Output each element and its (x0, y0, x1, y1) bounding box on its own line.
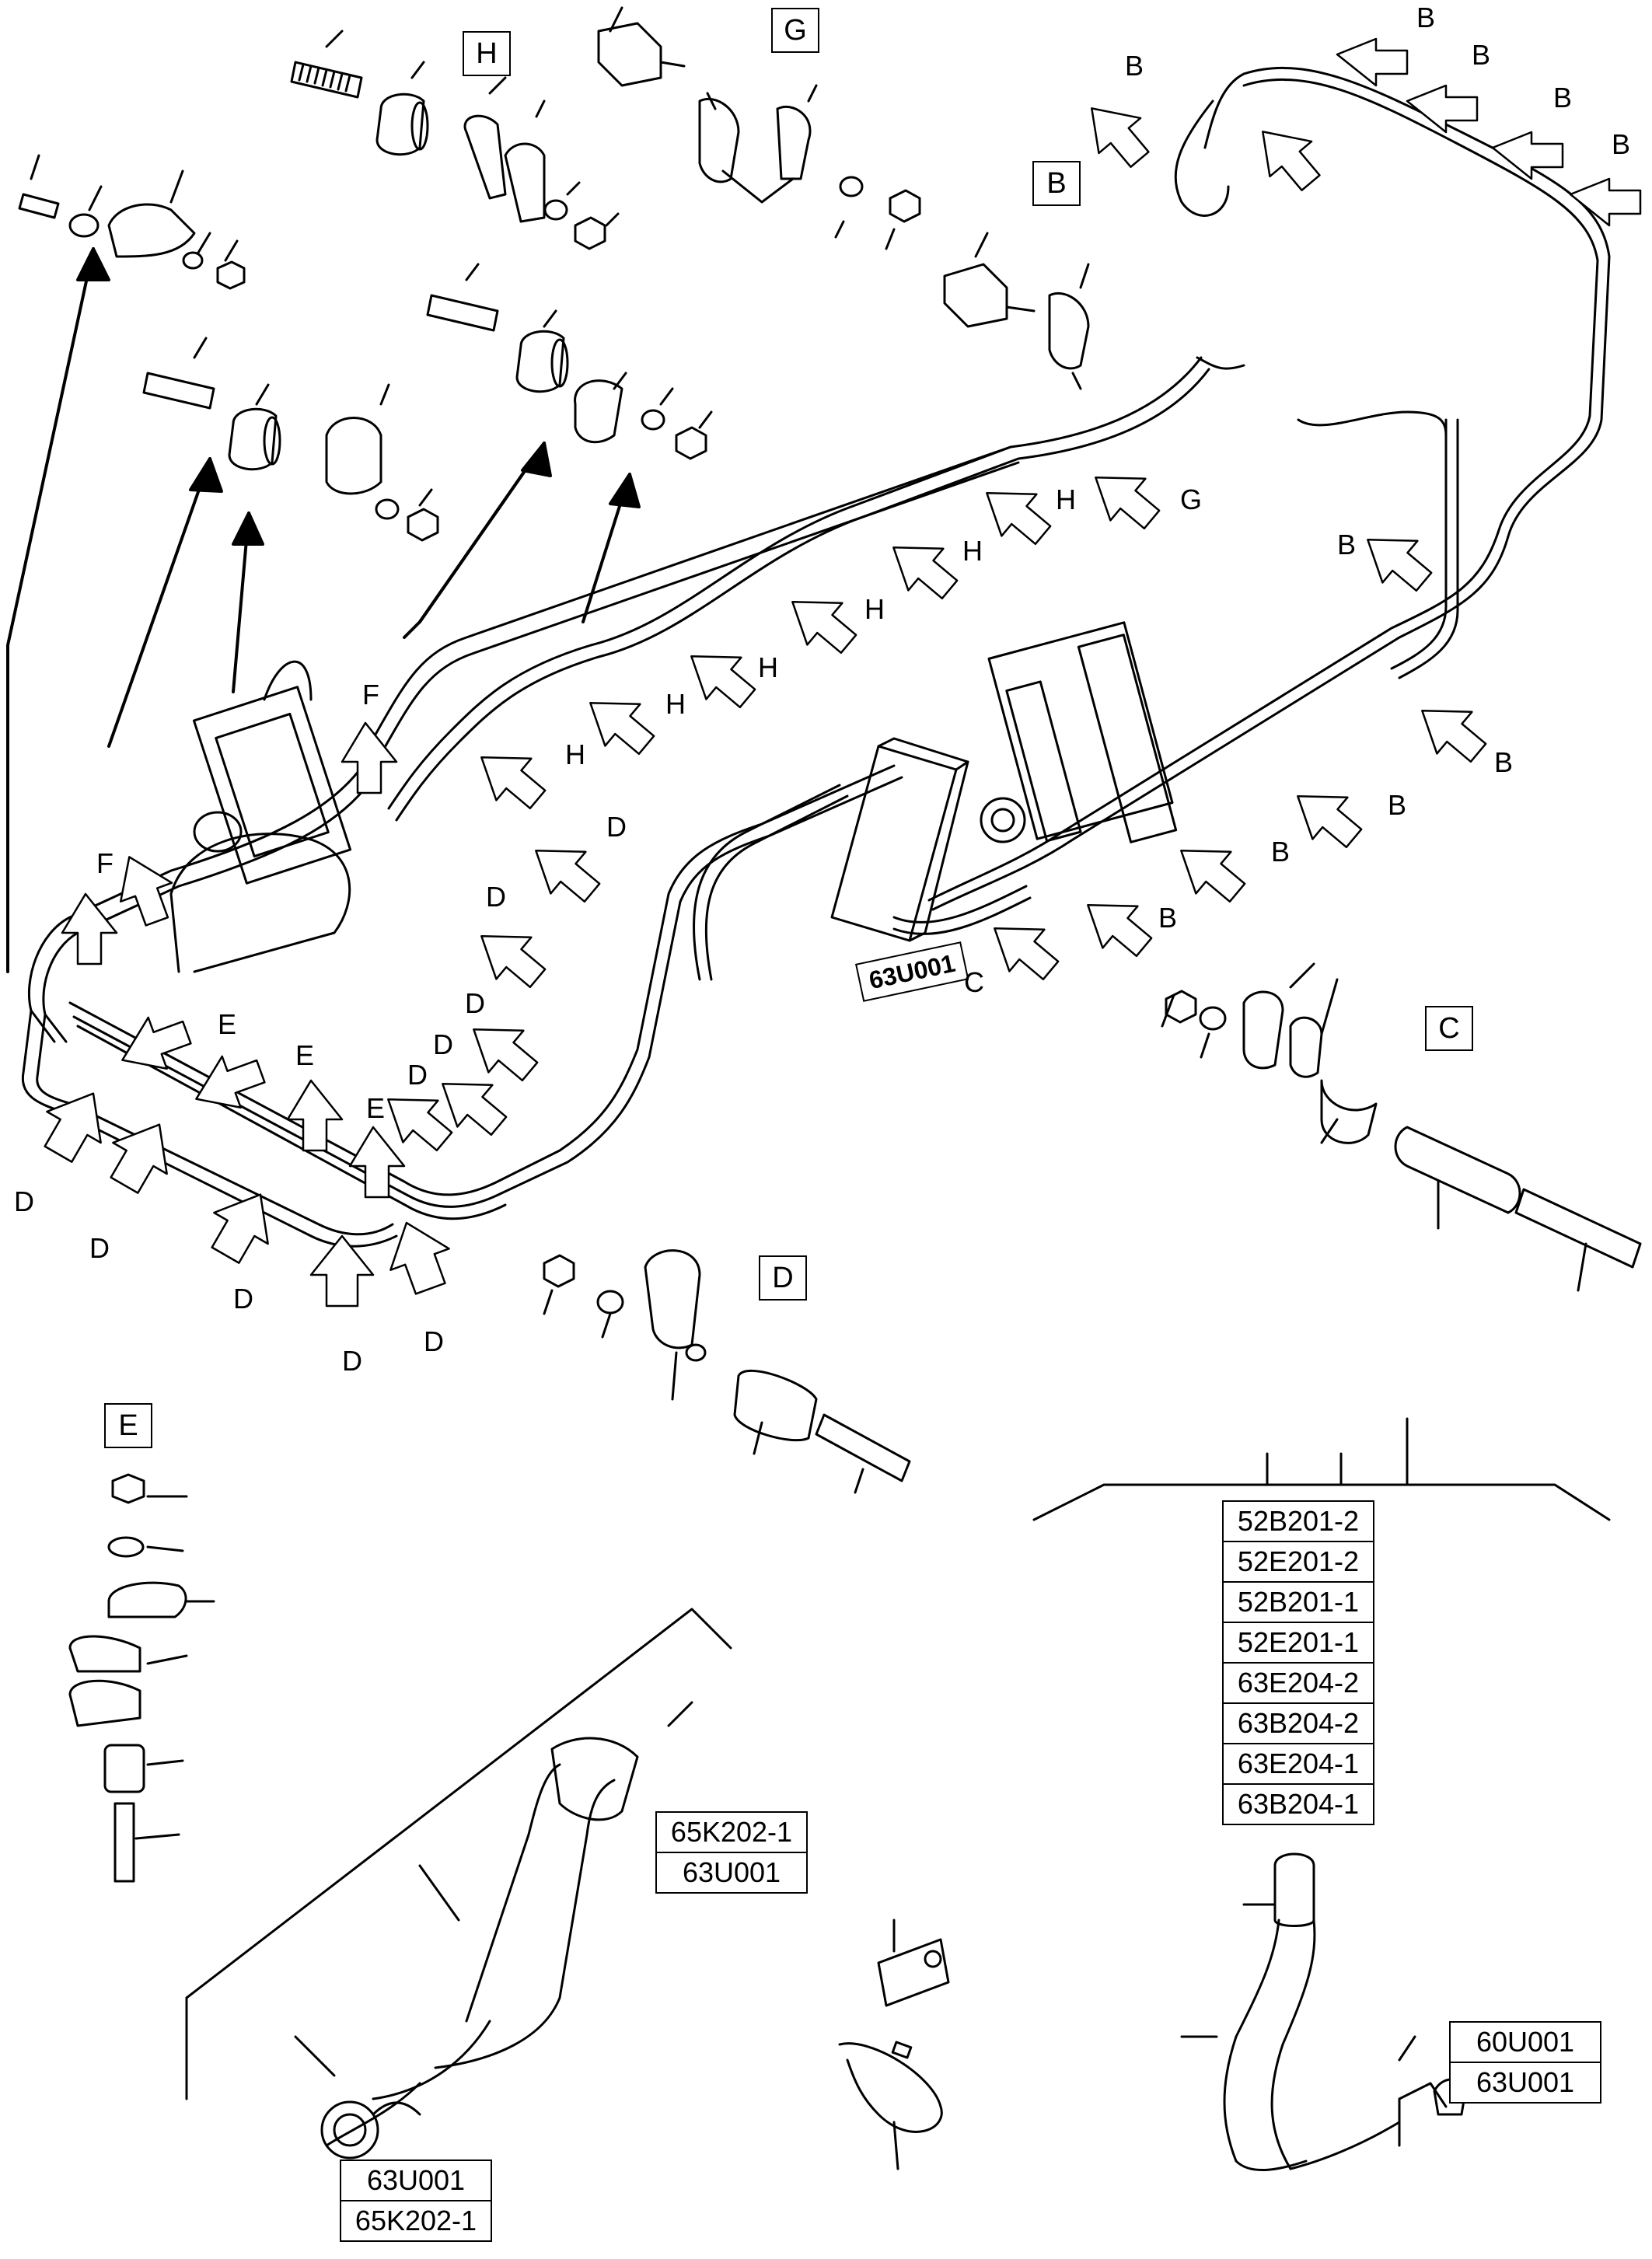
arrow-letter-b: B (1553, 82, 1573, 113)
hose-reference-table-upper: 65K202-1 63U001 (655, 1811, 808, 1894)
arrow-letter-b: B (1612, 128, 1631, 160)
connector-ref-cell: 52E201-1 (1222, 1622, 1374, 1664)
connector-ref-cell: 63B204-2 (1222, 1702, 1374, 1744)
detail-h-hardware (290, 30, 620, 250)
arrow-letter-b: B (1388, 789, 1407, 821)
arrow-letter-c: C (964, 966, 984, 998)
detail-label-d: D (759, 1255, 807, 1301)
arrow-letter-b: B (1494, 746, 1514, 778)
detail-label-b: B (1032, 161, 1081, 206)
connector-ref-cell: 52E201-2 (1222, 1541, 1374, 1583)
arrow-letter-e: E (366, 1092, 386, 1124)
arrow-letter-d: D (407, 1059, 428, 1091)
arrow-letter-h: H (665, 688, 686, 720)
arrow-letter-d: D (89, 1232, 110, 1264)
hose-ref-cell: 63U001 (655, 1852, 808, 1894)
hose-reference-table-right: 60U001 63U001 (1449, 2021, 1601, 2104)
callout-leader-arrows (6, 247, 641, 973)
left-mid-clamp-stack (142, 337, 439, 542)
connector-ref-cell: 63E204-2 (1222, 1662, 1374, 1704)
arrow-letter-e: E (218, 1008, 237, 1040)
arrow-letter-b: B (1416, 2, 1436, 33)
connector-ref-cell: 63E204-1 (1222, 1743, 1374, 1785)
arrow-letter-d: D (14, 1185, 34, 1217)
arrow-letter-h: H (864, 593, 885, 625)
connector-reference-table: 52B201-2 52E201-2 52B201-1 52E201-1 63E2… (1222, 1500, 1374, 1825)
arrow-letter-b: B (1158, 902, 1178, 934)
cable-tie-and-tag (838, 1919, 950, 2170)
control-valve-block-right (980, 621, 1178, 843)
arrow-letter-h: H (758, 651, 778, 683)
control-valve-block-left (169, 660, 352, 973)
arrow-letter-d: D (342, 1345, 362, 1377)
connector-ref-cell: 63B204-1 (1222, 1783, 1374, 1825)
hose-ref-cell: 63U001 (1449, 2062, 1601, 2104)
arrow-letter-h: H (962, 535, 983, 567)
hose-ref-cell: 63U001 (340, 2159, 492, 2201)
connector-ref-cell: 52B201-1 (1222, 1581, 1374, 1623)
detail-e-hardware (68, 1473, 215, 1883)
top-left-clamp-stack (18, 154, 246, 290)
detail-b-hardware (943, 232, 1090, 390)
hose-assembly-left (185, 1608, 732, 2159)
detail-c-hardware (1161, 962, 1642, 1292)
connector-ref-cell: 52B201-2 (1222, 1500, 1374, 1542)
hose-ref-cell: 65K202-1 (655, 1811, 808, 1853)
arrow-letter-b: B (1125, 50, 1144, 82)
detail-label-c: C (1425, 1006, 1473, 1051)
junction-box-center (830, 737, 969, 942)
pipe-harness (21, 66, 1611, 1248)
arrow-letter-f: F (96, 847, 114, 879)
arrow-letter-d: D (433, 1028, 453, 1060)
detail-d-hardware (543, 1249, 911, 1494)
arrow-letter-g: G (1180, 484, 1203, 515)
center-mid-clamp-stack (426, 263, 713, 460)
arrow-letter-h: H (1056, 484, 1076, 515)
detail-g-hardware (597, 6, 921, 250)
arrow-letter-d: D (465, 987, 485, 1019)
arrow-letter-b: B (1472, 39, 1491, 71)
arrow-letter-d: D (606, 811, 627, 843)
hose-assembly-right (1032, 1417, 1611, 2171)
arrow-letter-b: B (1271, 836, 1291, 868)
arrow-letter-e: E (295, 1039, 315, 1071)
hose-reference-table-lower: 63U001 65K202-1 (340, 2159, 492, 2242)
detail-label-g: G (771, 8, 819, 53)
detail-label-h: H (463, 31, 511, 76)
arrow-letter-f: F (362, 679, 379, 711)
arrow-letter-d: D (424, 1325, 444, 1357)
hollow-indicator-arrows (44, 37, 1642, 1308)
hose-ref-cell: 65K202-1 (340, 2200, 492, 2242)
hose-ref-cell: 60U001 (1449, 2021, 1601, 2063)
arrow-letter-d: D (486, 881, 506, 913)
arrow-letter-h: H (565, 738, 585, 770)
arrow-letter-b: B (1337, 529, 1357, 560)
arrow-letter-d: D (233, 1283, 253, 1315)
detail-label-e: E (104, 1403, 152, 1448)
